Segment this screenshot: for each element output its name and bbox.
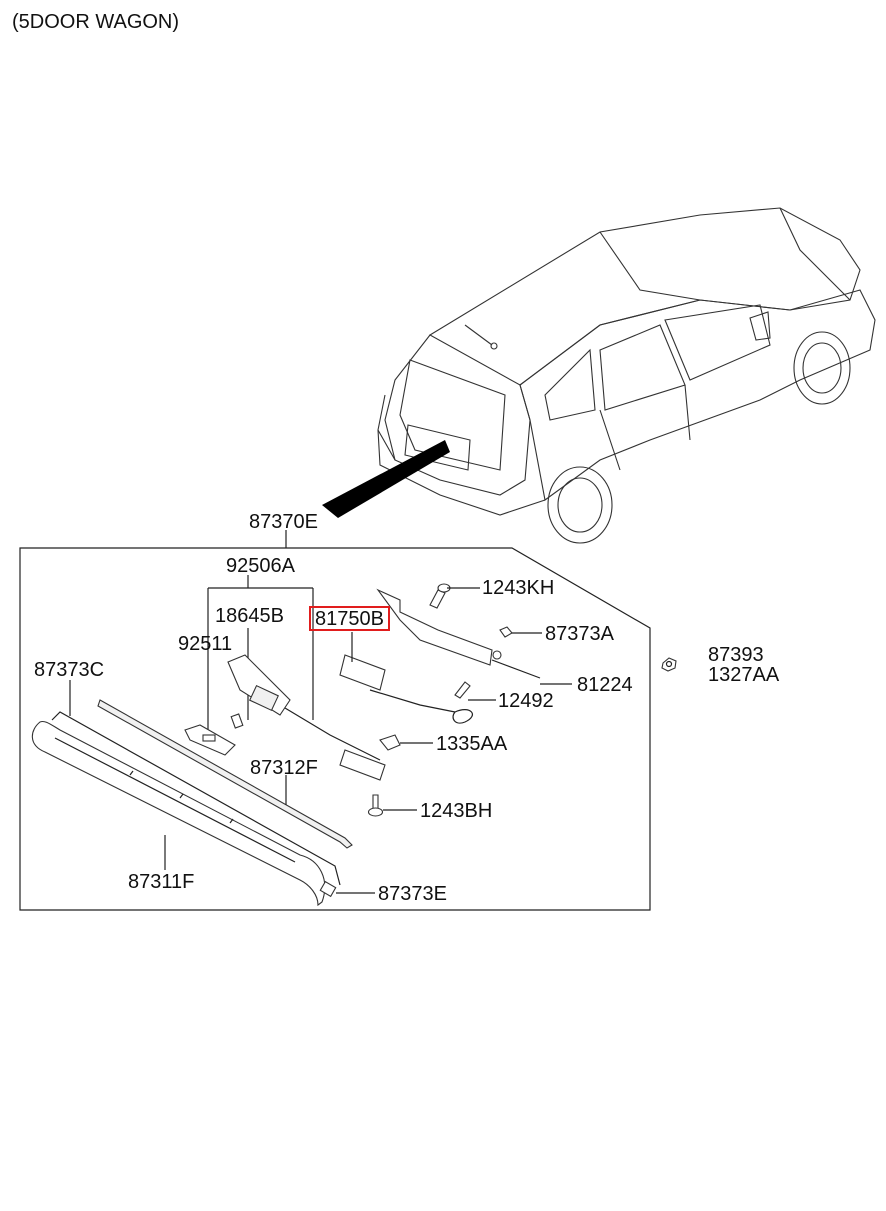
bolt-1243BH [367,794,384,817]
handle-81224 [376,588,541,679]
part-label-1335AA: 1335AA [436,733,508,755]
part-label-87373E: 87373E [378,883,447,905]
nut-87373A [499,626,513,638]
part-label-1243BH: 1243BH [420,800,493,822]
switch-81750B-left [227,654,381,761]
part-label-87312F: 87312F [250,757,318,779]
part-label-87311F: 87311F [128,871,195,893]
bolt-1243KH [429,583,451,609]
clip-87373E [319,880,337,898]
diagram-title: (5DOOR WAGON) [12,11,180,33]
part-label-87370E: 87370E [249,511,318,533]
seal-87373C [51,711,341,886]
garnish-87311F [31,720,326,907]
assembly-frame [19,547,651,911]
garnish-87312F [97,699,353,849]
part-label-92511: 92511 [178,633,233,655]
part-label-87393: 87393 [708,644,764,666]
part-label-18645B: 18645B [215,605,284,627]
part-label-1327AA: 1327AA [708,664,780,686]
lamp-right [339,749,386,781]
clip-1335AA [379,734,401,751]
part-label-87373C: 87373C [34,659,105,681]
switch-81750B-right [339,654,473,724]
car-illustration [322,207,876,544]
nut-87393 [661,657,677,672]
part-label-81750B-highlighted[interactable]: 81750B [309,606,390,631]
lamp-92511 [184,724,236,756]
leader-lines [69,587,572,894]
bulb-18645B [230,713,244,729]
part-label-12492: 12492 [498,690,554,712]
part-label-87373A: 87373A [545,623,614,645]
part-label-1243KH: 1243KH [482,577,555,599]
part-label-92506A: 92506A [226,555,295,577]
bolt-12492 [454,681,471,699]
part-label-81224: 81224 [577,674,633,696]
